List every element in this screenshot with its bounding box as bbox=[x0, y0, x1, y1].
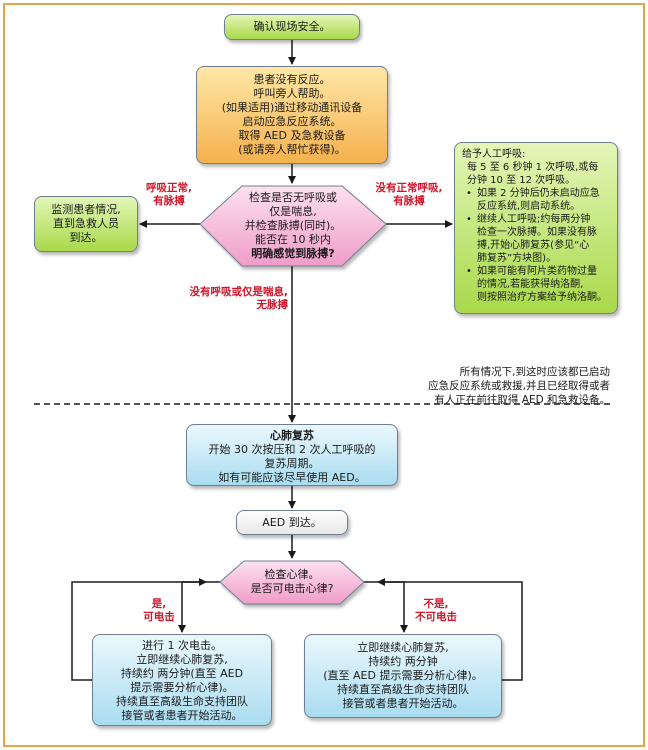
noshock-line: 立即继续心肺复苏, bbox=[357, 641, 449, 654]
rescue-bullet-list: 如果 2 分钟后仍未启动应急 反应系统,则启动系统。 继续人工呼吸;约每两分钟 … bbox=[464, 187, 613, 304]
monitor-line: 直到急救人员 bbox=[53, 217, 119, 230]
shock-line: 进行 1 次电击。 bbox=[142, 639, 222, 652]
monitor-line: 监测患者情况, bbox=[51, 203, 121, 216]
all-cases-note: 所有情况下,到这时应该都已启动 应急反应系统或救援,并且已经取得或者 有人正在前… bbox=[330, 365, 610, 407]
noshock-line: 接管或者患者开始活动。 bbox=[342, 697, 464, 710]
shock-box: 进行 1 次电击。 立即继续心肺复苏, 持续约 两分钟(直至 AED 提示需要分… bbox=[92, 634, 272, 726]
rescue-bullet-line: 搏,开始心肺复苏(参见“心 bbox=[477, 240, 590, 251]
note-line: 有人正在前往取得 AED 和急救设备。 bbox=[434, 394, 610, 406]
check-bold-line: 明确感觉到脉搏? bbox=[251, 247, 335, 260]
label-line: 没有正常呼吸, bbox=[375, 182, 443, 194]
check-breathing-text: 检查是否无呼吸或 仅是喘息, 并检查脉搏(同时)。 能否在 10 秒内 明确感觉… bbox=[200, 191, 386, 261]
label-line: 呼吸正常, bbox=[146, 182, 192, 194]
label-line: 可电击 bbox=[143, 611, 175, 623]
rescue-intro-line: 每 5 至 6 秒钟 1 次呼吸,或每 bbox=[467, 162, 599, 173]
activate-line: 呼叫旁人帮助。 bbox=[253, 87, 331, 100]
noshock-line: 持续直至高级生命支持团队 bbox=[337, 683, 469, 696]
activate-line: 患者没有反应。 bbox=[253, 73, 331, 86]
shock-line: 立即继续心肺复苏, bbox=[136, 653, 228, 666]
rescue-title: 给予人工呼吸: bbox=[462, 149, 526, 160]
arrow-rhythm-to-shock bbox=[178, 581, 220, 633]
shock-line: 持续约 两分钟(直至 AED bbox=[120, 667, 244, 680]
label-abnormal-breathing: 没有正常呼吸, 有脉搏 bbox=[366, 182, 452, 208]
rescue-bullet-line: 则按照治疗方案给予纳洛酮。 bbox=[477, 292, 607, 303]
rescue-intro-line: 分钟 10 至 12 次呼吸。 bbox=[467, 175, 576, 186]
rescue-bullet-line: 如果可能有阿片类药物过量 bbox=[477, 266, 597, 277]
cpr-title: 心肺复苏 bbox=[270, 429, 314, 442]
check-rhythm-diamond bbox=[219, 560, 365, 605]
check-line: 能否在 10 秒内 bbox=[255, 233, 331, 246]
note-line: 应急反应系统或救援,并且已经取得或者 bbox=[428, 380, 610, 392]
rescue-bullet: 如果 2 分钟后仍未启动应急 反应系统,则启动系统。 bbox=[466, 187, 613, 213]
shock-line: 持续直至高级生命支持团队 bbox=[116, 695, 248, 708]
noshock-box: 立即继续心肺复苏, 持续约 两分钟 (直至 AED 提示需要分析心律)。 持续直… bbox=[304, 634, 502, 718]
aed-text: AED 到达。 bbox=[262, 516, 322, 529]
label-line: 没有呼吸或仅是喘息, bbox=[189, 286, 289, 298]
check-rhythm-text: 检查心律。 是否可电击心律? bbox=[220, 568, 364, 596]
activate-line: (如果适用)通过移动通讯设备 bbox=[221, 101, 363, 114]
activate-line: 启动应急反应系统。 bbox=[242, 115, 342, 128]
activate-line: (或请旁人帮忙获得)。 bbox=[238, 143, 346, 156]
rescue-breathing-box: 给予人工呼吸: 每 5 至 6 秒钟 1 次呼吸,或每 分钟 10 至 12 次… bbox=[454, 142, 618, 314]
monitor-box: 监测患者情况, 直到急救人员 到达。 bbox=[34, 196, 138, 252]
rescue-bullet-line: 的情况,若能获得纳洛酮, bbox=[477, 279, 584, 290]
label-line: 不是, bbox=[423, 598, 449, 610]
check-line: 并检查脉搏(同时)。 bbox=[244, 219, 342, 232]
aed-arrives-box: AED 到达。 bbox=[236, 510, 348, 535]
rescue-bullet: 如果可能有阿片类药物过量 的情况,若能获得纳洛酮, 则按照治疗方案给予纳洛酮。 bbox=[466, 265, 613, 304]
rescue-bullet-line: 反应系统,则启动系统。 bbox=[477, 201, 581, 212]
label-line: 有脉搏 bbox=[153, 195, 185, 207]
check-breathing-diamond bbox=[199, 185, 387, 267]
monitor-line: 到达。 bbox=[69, 231, 103, 244]
label-nonshockable: 不是, 不可电击 bbox=[406, 598, 466, 624]
activate-line: 取得 AED 及急救设备 bbox=[238, 129, 346, 142]
note-line: 所有情况下,到这时应该都已启动 bbox=[459, 366, 610, 378]
shock-line: 接管或者患者开始活动。 bbox=[121, 709, 243, 722]
start-box: 确认现场安全。 bbox=[224, 14, 360, 40]
loop-noshock-to-rhythm bbox=[377, 578, 523, 681]
arrow-rhythm-to-noshock bbox=[364, 581, 408, 633]
cpr-line: 复苏周期。 bbox=[264, 457, 320, 470]
check-line: 检查是否无呼吸或 bbox=[249, 191, 337, 204]
cpr-box: 心肺复苏 开始 30 次按压和 2 次人工呼吸的 复苏周期。 如有可能应该尽早使… bbox=[186, 424, 398, 486]
rescue-bullet-line: 检查一次脉搏。如果没有脉 bbox=[477, 227, 597, 238]
loop-shock-to-rhythm bbox=[71, 578, 207, 681]
label-shockable: 是, 可电击 bbox=[136, 598, 182, 624]
label-line: 不可电击 bbox=[415, 611, 457, 623]
rhythm-line: 是否可电击心律? bbox=[250, 582, 334, 595]
rescue-bullet-line: 继续人工呼吸;约每两分钟 bbox=[477, 214, 591, 225]
label-line: 无脉搏 bbox=[256, 299, 289, 311]
rescue-bullet: 继续人工呼吸;约每两分钟 检查一次脉搏。如果没有脉 搏,开始心肺复苏(参见“心 … bbox=[466, 213, 613, 265]
rhythm-line: 检查心律。 bbox=[264, 568, 320, 581]
shock-line: 提示需要分析心律)。 bbox=[130, 681, 234, 694]
noshock-line: 持续约 两分钟 bbox=[368, 655, 438, 668]
cpr-line: 开始 30 次按压和 2 次人工呼吸的 bbox=[208, 443, 376, 456]
label-line: 是, bbox=[151, 598, 167, 610]
cpr-line: 如有可能应该尽早使用 AED。 bbox=[218, 471, 366, 484]
label-line: 有脉搏 bbox=[393, 195, 425, 207]
check-line: 仅是喘息, bbox=[269, 205, 317, 218]
rescue-bullet-line: 肺复苏”方块图)。 bbox=[477, 253, 557, 264]
start-text: 确认现场安全。 bbox=[253, 20, 331, 33]
activate-ems-box: 患者没有反应。 呼叫旁人帮助。 (如果适用)通过移动通讯设备 启动应急反应系统。… bbox=[196, 66, 388, 164]
rescue-bullet-line: 如果 2 分钟后仍未启动应急 bbox=[477, 188, 600, 199]
noshock-line: (直至 AED 提示需要分析心律)。 bbox=[323, 669, 483, 682]
label-no-breathing: 没有呼吸或仅是喘息, 无脉搏 bbox=[172, 286, 289, 312]
label-normal-breathing: 呼吸正常, 有脉搏 bbox=[138, 182, 200, 208]
